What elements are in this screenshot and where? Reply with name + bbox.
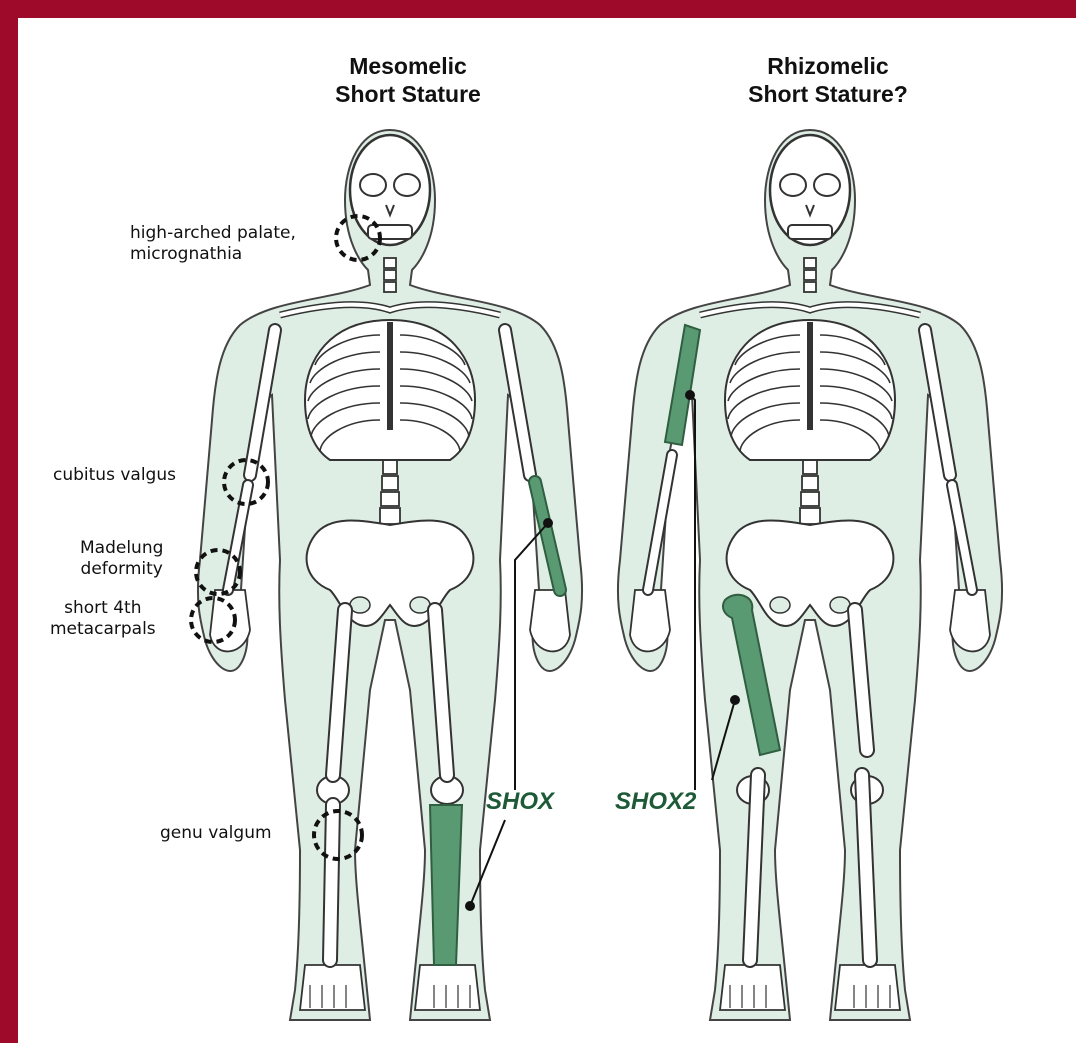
palate-label: high-arched palate, micrognathia bbox=[130, 223, 296, 265]
shox-tibia bbox=[430, 805, 462, 965]
palate-label-line1: high-arched palate, bbox=[130, 223, 296, 244]
shox-gene-label: SHOX bbox=[486, 788, 554, 816]
metacarpal-label-line2: metacarpals bbox=[50, 619, 156, 640]
metacarpal-label-line1: short 4th bbox=[50, 598, 156, 619]
metacarpal-label: short 4th metacarpals bbox=[50, 598, 156, 640]
madelung-label-line1: Madelung bbox=[80, 538, 163, 559]
madelung-label-line2: deformity bbox=[80, 559, 163, 580]
shox2-leader-arm bbox=[690, 395, 695, 790]
cubitus-label-text: cubitus valgus bbox=[53, 465, 176, 486]
rhizomelic-skeleton bbox=[618, 130, 1002, 1020]
cubitus-label: cubitus valgus bbox=[53, 465, 176, 486]
madelung-label: Madelung deformity bbox=[80, 538, 163, 580]
genu-label-text: genu valgum bbox=[160, 823, 272, 844]
genu-label: genu valgum bbox=[160, 823, 272, 844]
skeleton-diagram bbox=[18, 18, 1076, 1043]
palate-label-line2: micrognathia bbox=[130, 244, 296, 265]
shox2-gene-label: SHOX2 bbox=[615, 788, 696, 816]
